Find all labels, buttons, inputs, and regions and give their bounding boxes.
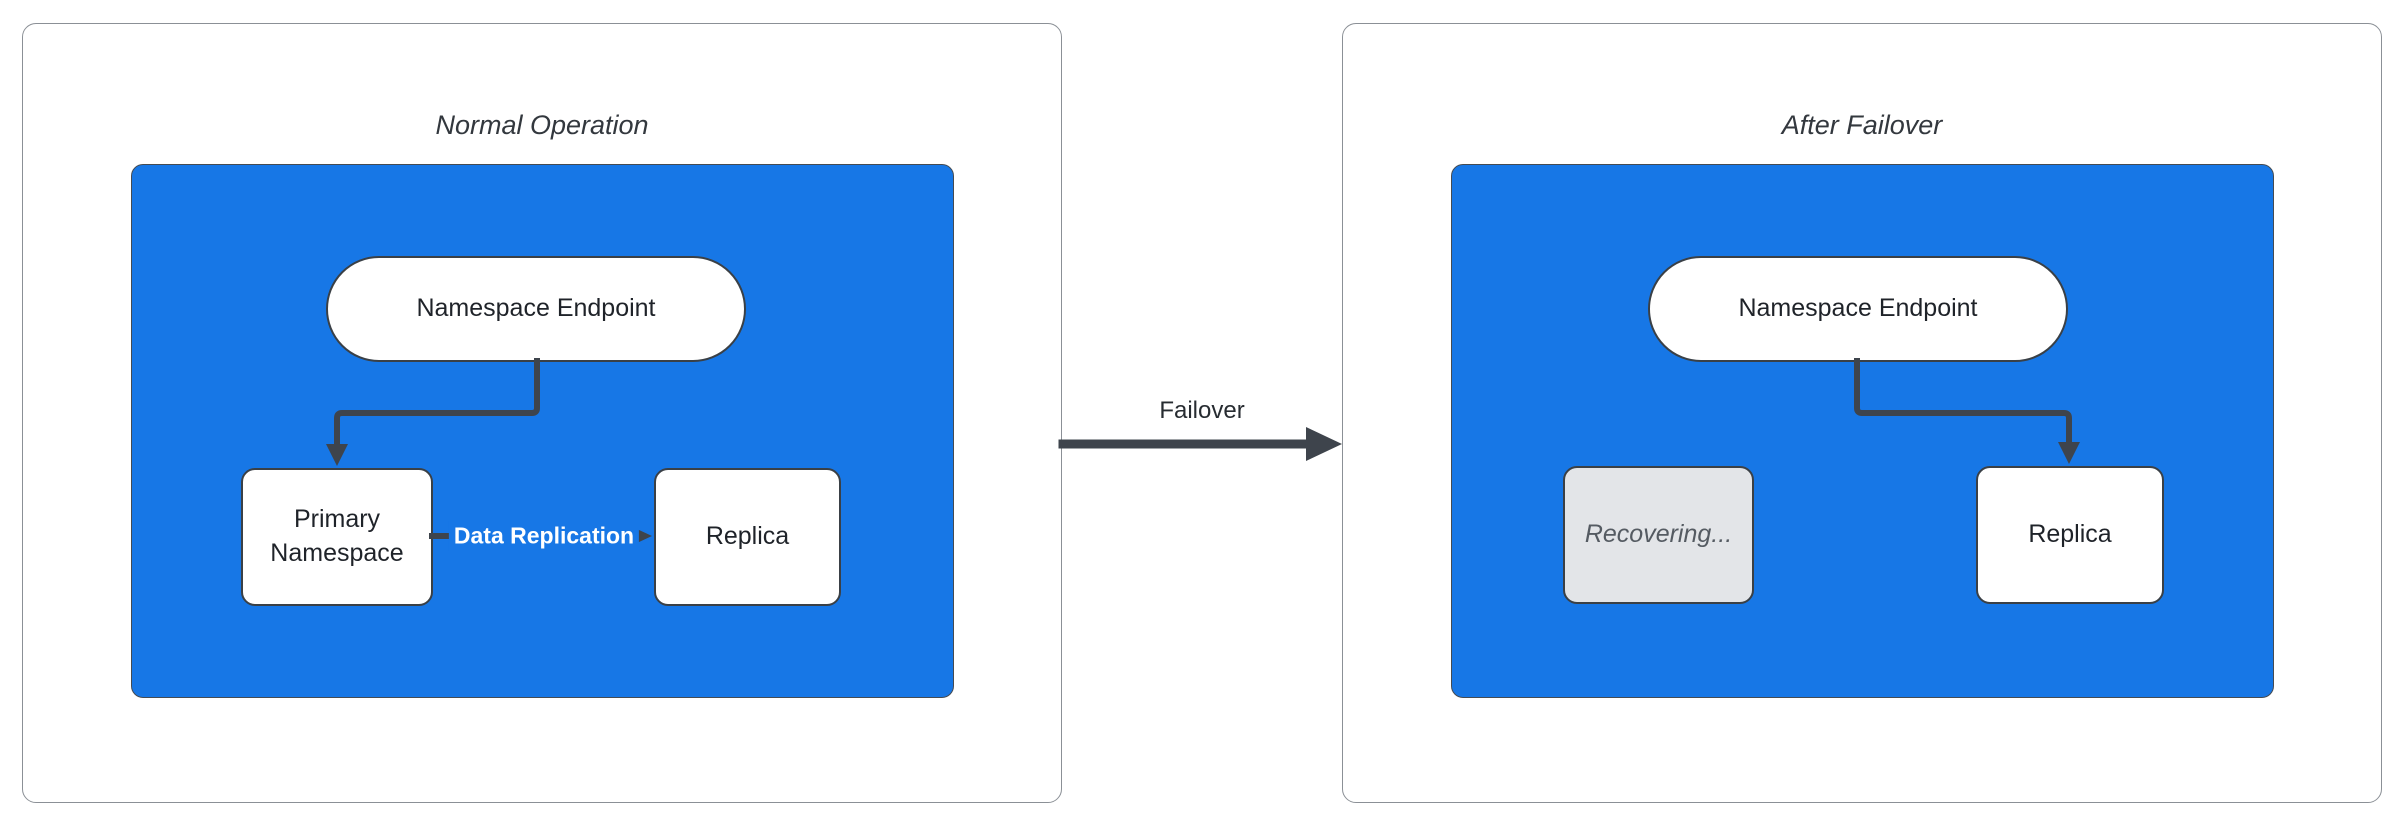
node-label: Namespace Endpoint (1738, 294, 1978, 323)
node-label: Primary Namespace (270, 505, 404, 567)
node-label: Replica (2028, 520, 2112, 549)
panel-title-after-failover: After Failover (1781, 110, 1943, 140)
node-recovering: Recovering... (1563, 466, 1754, 604)
node-label: Recovering... (1584, 520, 1733, 549)
edge-label-failover: Failover (1159, 397, 1245, 424)
arrowhead-failover (1306, 427, 1342, 461)
node-label: Replica (705, 522, 790, 551)
edge-label-data-replication: Data Replication (448, 520, 640, 552)
panel-title-normal-operation: Normal Operation (435, 110, 649, 140)
node-namespace-endpoint-failover: Namespace Endpoint (1648, 256, 2068, 362)
cluster-after-failover (1451, 164, 2274, 698)
panel-after-failover: After Failover Namespace Endpoint Recove… (1342, 23, 2382, 803)
node-label: Namespace Endpoint (416, 294, 656, 323)
node-namespace-endpoint-normal: Namespace Endpoint (326, 256, 746, 362)
panel-normal-operation: Normal Operation Namespace Endpoint Prim… (22, 23, 1062, 803)
cluster-normal-operation (131, 164, 954, 698)
node-replica-normal: Replica (654, 468, 841, 606)
node-replica-failover: Replica (1976, 466, 2164, 604)
node-primary-namespace: Primary Namespace (241, 468, 433, 606)
